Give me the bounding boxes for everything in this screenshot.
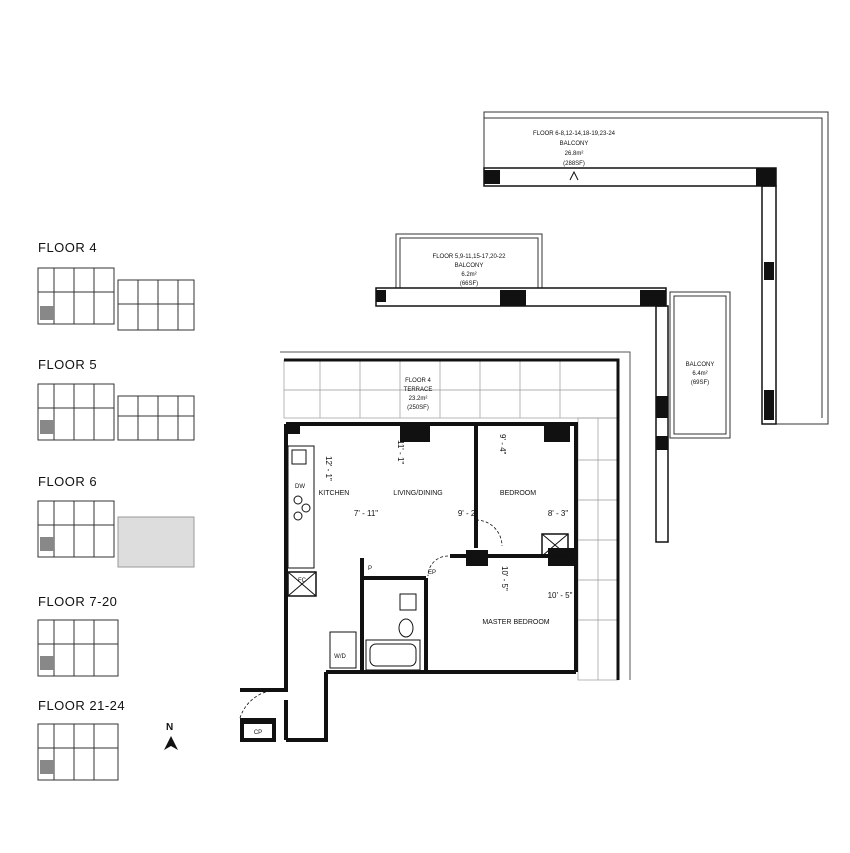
dim-kitchen-width: 12' - 1" [324,456,333,481]
room-bedroom: BEDROOM [500,490,536,497]
terrace-name: TERRACE [404,387,433,393]
balcony-top-area: 26.8m² [565,151,584,157]
label-washer-dryer: W/D [334,654,346,660]
key-plan-floor-5 [37,383,195,441]
dim-living-width: 11' - 1" [396,440,405,464]
key-plan-floor-6 [37,500,195,568]
room-master-bedroom: MASTER BEDROOM [482,619,549,626]
key-plan-floor-21-24 [37,723,119,781]
key-plan-label-floor-6: FLOOR 6 [38,474,98,489]
key-plan-label-floor-7-20: FLOOR 7-20 [38,594,118,609]
key-plan-floor-7-20 [37,619,119,677]
dim-master-depth: 10' - 5" [548,591,573,600]
room-living-dining: LIVING/DINING [393,490,442,497]
label-closet: CP [254,730,262,736]
key-plan-label-floor-21-24: FLOOR 21-24 [38,698,126,713]
label-pantry: P [368,566,372,572]
key-plan-label-floor-5: FLOOR 5 [38,357,98,372]
balcony-top-floors: FLOOR 6-8,12-14,18-19,23-24 [533,131,616,137]
balcony-mid-area: 6.2m² [461,272,476,278]
terrace-floors: FLOOR 4 [405,378,431,384]
label-electrical-panel: EP [428,570,436,576]
dim-bedroom-width: 9' - 4" [498,434,507,455]
key-plan-floor-4 [37,267,195,331]
label-dishwasher: DW [295,484,305,490]
label-fridge-closet: FC [298,578,307,584]
dim-living-depth: 7' - 11" [354,509,378,518]
balcony-side-area: 6.4m² [692,371,707,377]
balcony-top [483,111,829,425]
north-arrow-icon [164,736,178,750]
dim-bedroom-closet: 8' - 3" [548,509,569,518]
north-label: N [166,722,174,733]
balcony-mid-floors: FLOOR 5,9-11,15-17,20-22 [433,254,507,260]
dim-bedroom-depth: 9' - 2" [458,509,479,518]
terrace-area-sf: (250SF) [407,405,429,411]
balcony-top-name: BALCONY [560,141,589,147]
balcony-top-area-sf: (288SF) [563,161,585,167]
balcony-side-name: BALCONY [686,362,715,368]
balcony-side-area-sf: (69SF) [691,380,709,386]
key-plan-label-floor-4: FLOOR 4 [38,240,98,255]
balcony-mid-area-sf: (66SF) [460,281,478,287]
balcony-mid-name: BALCONY [455,263,484,269]
room-kitchen: KITCHEN [319,490,350,497]
dim-master-width: 10' - 5" [500,566,509,591]
terrace-area: 23.2m² [409,396,428,402]
